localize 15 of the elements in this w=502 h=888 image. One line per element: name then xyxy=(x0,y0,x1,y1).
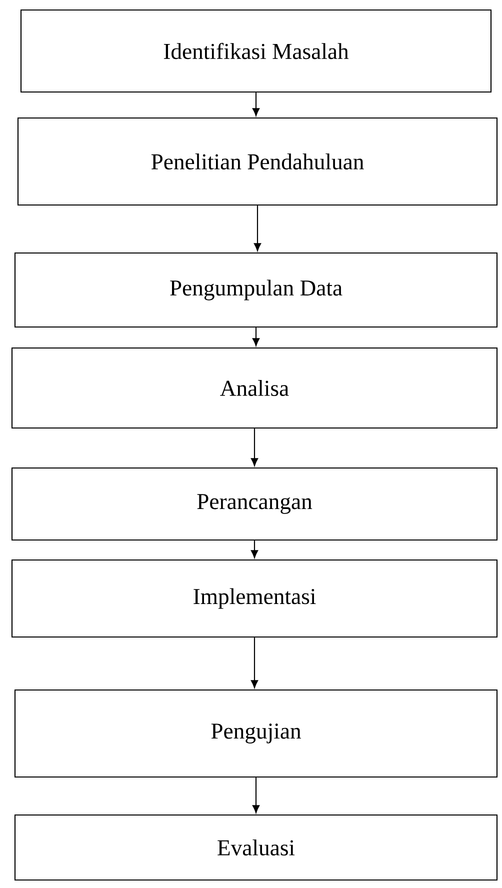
process-box: Pengujian xyxy=(14,689,498,778)
process-box: Analisa xyxy=(11,347,498,429)
arrow xyxy=(252,328,260,346)
arrow xyxy=(250,540,258,558)
arrow xyxy=(254,206,262,252)
process-box: Implementasi xyxy=(11,559,498,638)
arrow xyxy=(252,778,260,814)
arrow xyxy=(250,428,258,466)
process-box: Pengumpulan Data xyxy=(14,252,498,328)
process-box: Identifikasi Masalah xyxy=(20,9,492,93)
process-box: Evaluasi xyxy=(14,814,498,881)
arrow xyxy=(252,92,260,116)
process-box: Perancangan xyxy=(11,467,498,541)
arrow xyxy=(250,638,258,688)
process-box: Penelitian Pendahuluan xyxy=(17,117,498,206)
